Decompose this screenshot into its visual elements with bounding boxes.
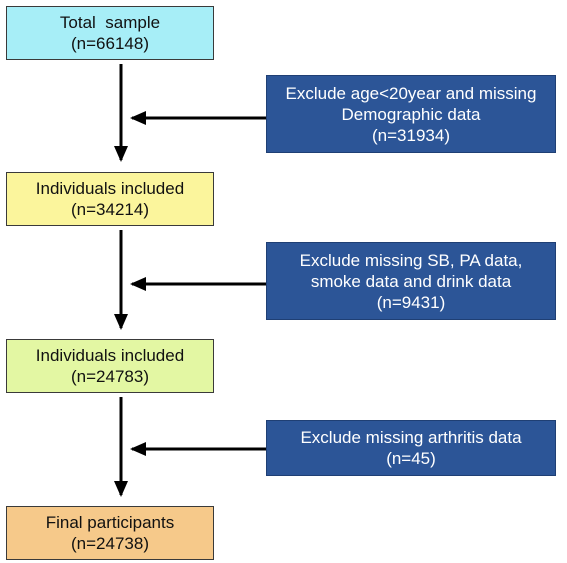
- exclusion-box-3: Exclude missing arthritis data (n=45): [266, 420, 556, 476]
- step-count: (n=66148): [71, 34, 149, 53]
- exclusion-count: (n=45): [386, 449, 436, 468]
- step-title: Individuals included: [35, 179, 185, 198]
- exclusion-line: smoke data and drink data: [310, 271, 512, 291]
- exclusion-box-2: Exclude missing SB, PA data, smoke data …: [266, 242, 556, 320]
- step-count: (n=24783): [71, 367, 149, 386]
- step-total-sample: Total sample (n=66148): [6, 6, 214, 60]
- step-individuals-included-2: Individuals included (n=24783): [6, 339, 214, 393]
- exclusion-count: (n=9431): [376, 292, 446, 312]
- step-individuals-included-1: Individuals included (n=34214): [6, 172, 214, 226]
- step-title: Final participants: [45, 513, 175, 532]
- step-title: Total sample: [59, 13, 161, 32]
- exclusion-line: Exclude missing arthritis data: [300, 428, 522, 447]
- exclusion-line: Exclude missing SB, PA data,: [299, 250, 523, 270]
- exclusion-box-1: Exclude age<20year and missing Demograph…: [266, 75, 556, 153]
- step-title: Individuals included: [35, 346, 185, 365]
- step-count: (n=34214): [71, 200, 149, 219]
- step-count: (n=24738): [71, 534, 149, 553]
- exclusion-line: Exclude age<20year and missing: [285, 83, 537, 103]
- exclusion-line: Demographic data: [341, 104, 481, 124]
- step-final-participants: Final participants (n=24738): [6, 506, 214, 560]
- exclusion-count: (n=31934): [372, 125, 450, 145]
